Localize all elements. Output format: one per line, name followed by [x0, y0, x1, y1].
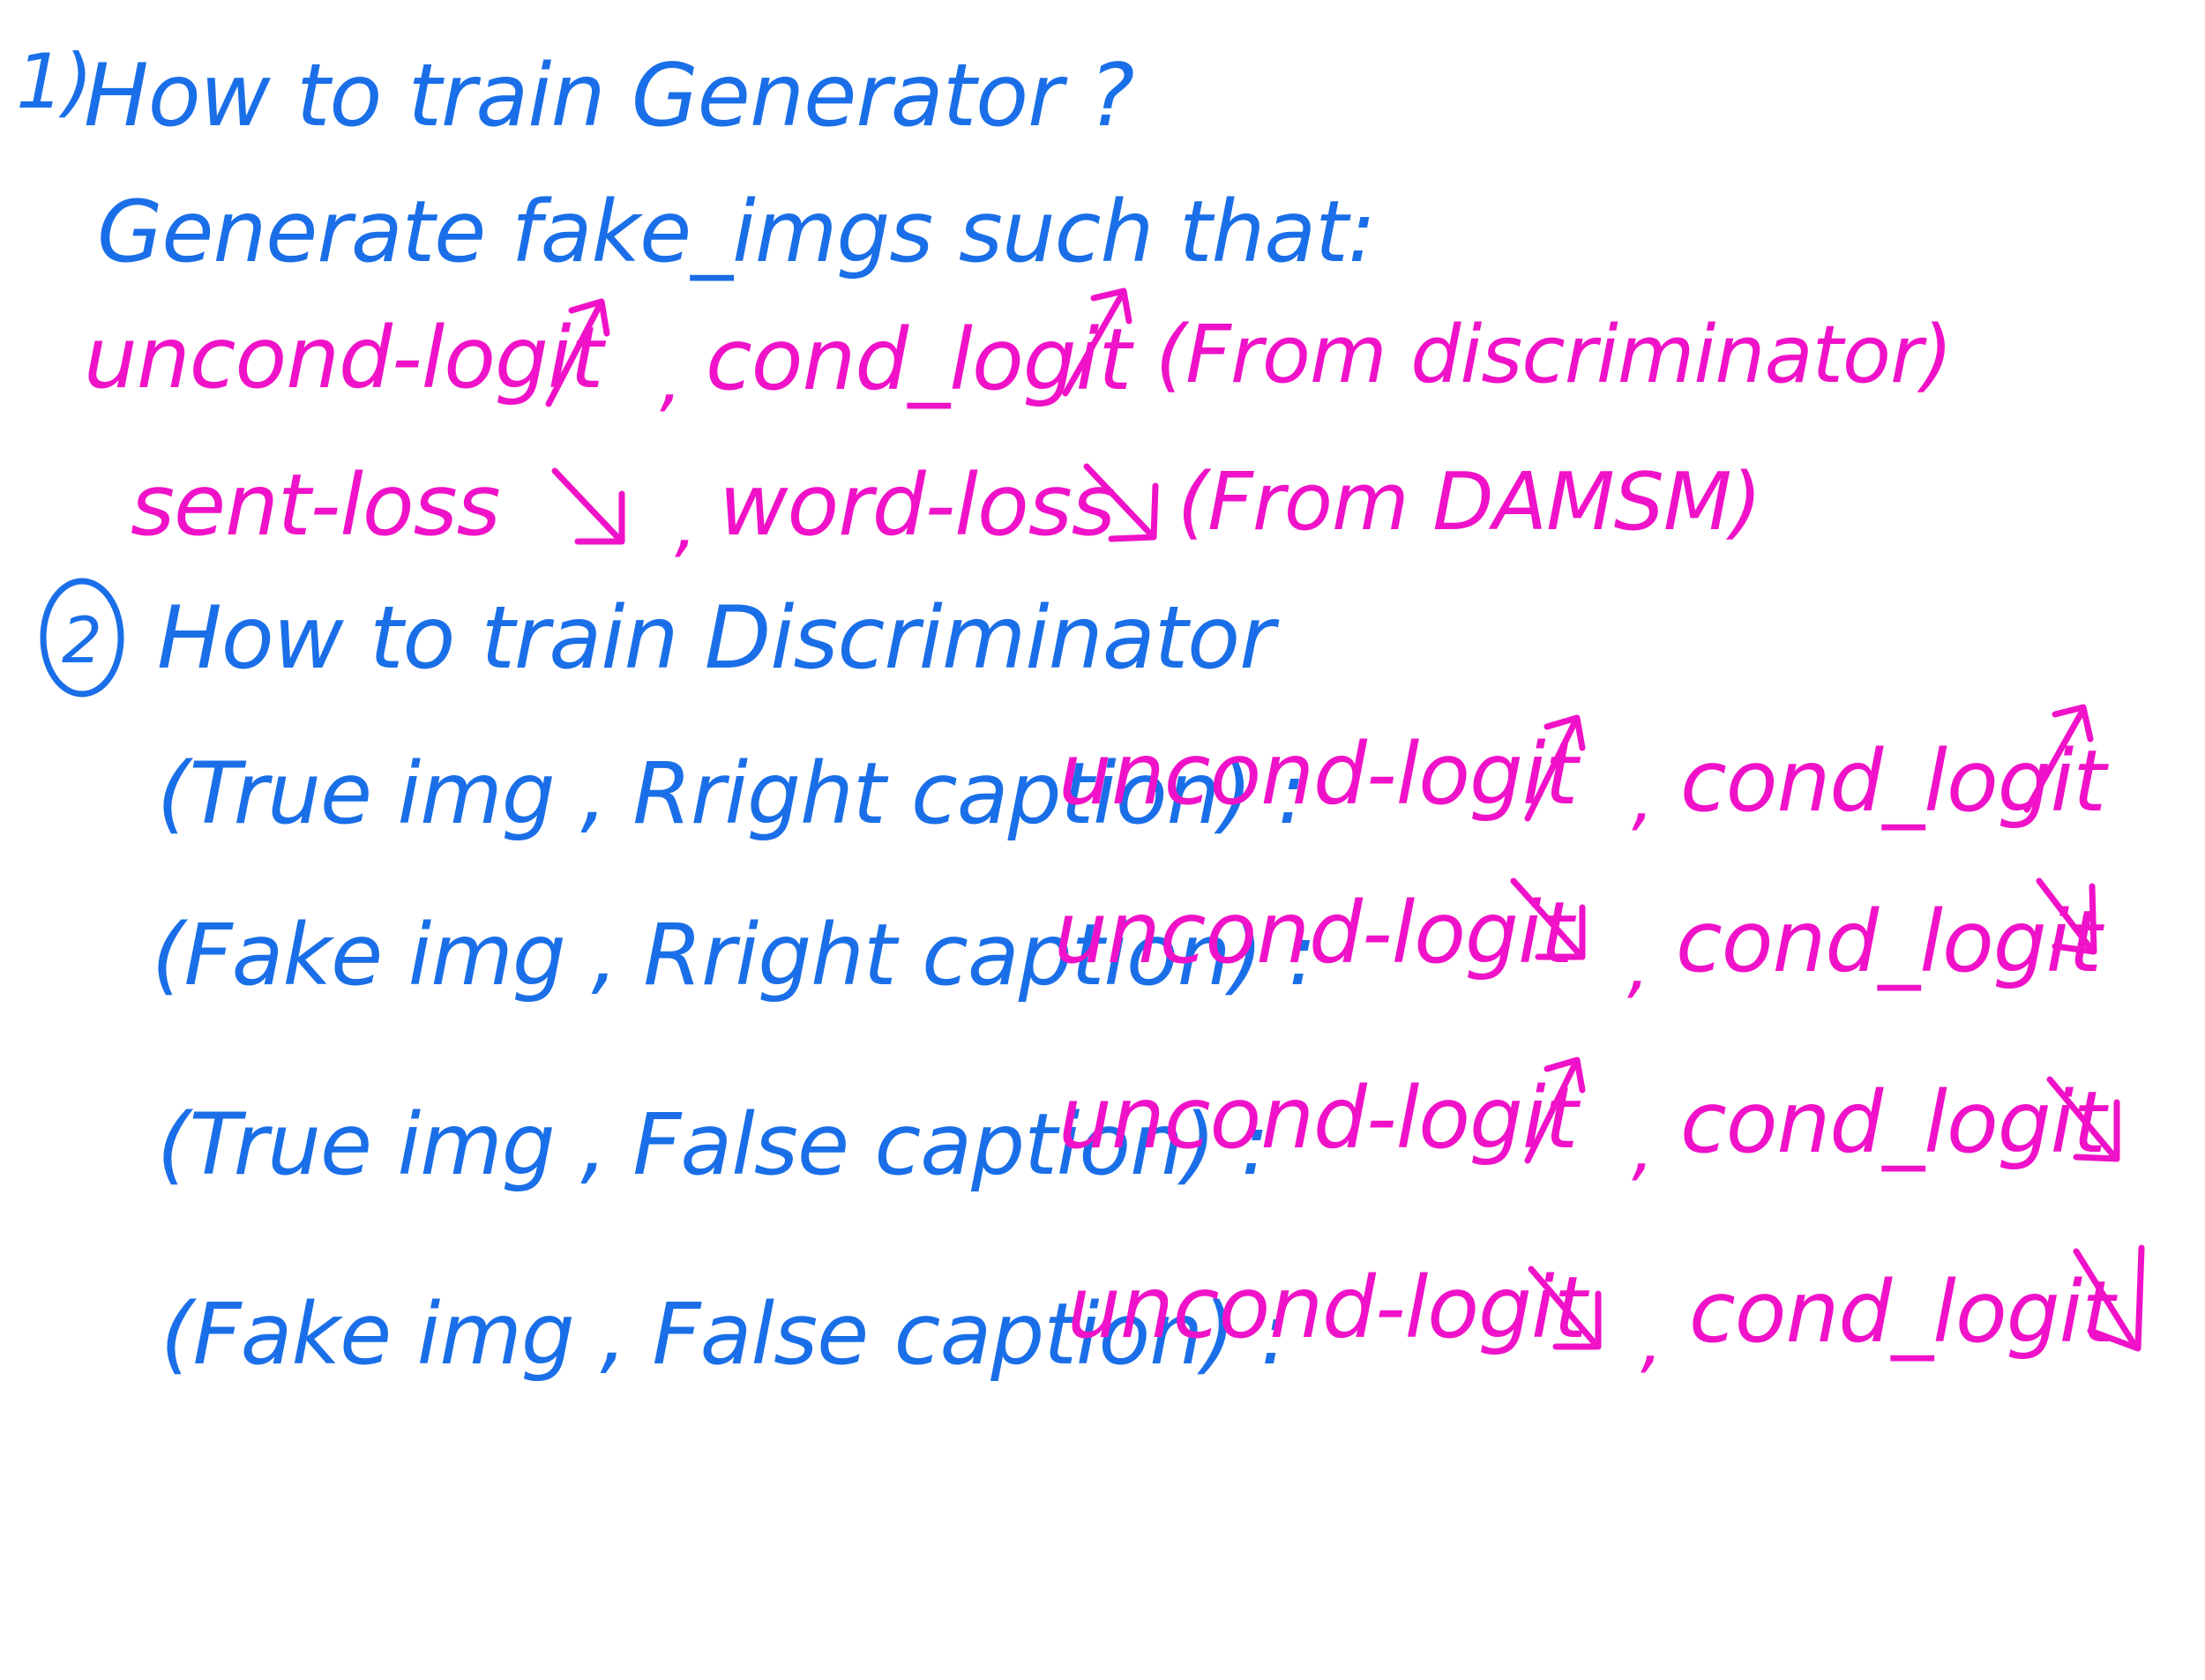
disc-row-3-cond: cond_logit: [1680, 1073, 2106, 1172]
gen-uncond-logit: uncond-logit: [84, 309, 603, 407]
section2-number: 2: [62, 603, 102, 677]
arrow-down-icon: [1083, 463, 1159, 542]
arrow-down-icon: [1528, 1266, 1602, 1350]
disc-row-2-pair: (Fake img , Rright caption) :: [152, 906, 1317, 1004]
disc-row-1-uncond: uncond-logit: [1058, 725, 1578, 824]
gen-line1-source: (From discriminator): [1155, 309, 1953, 401]
circled-number-icon: [40, 578, 124, 698]
arrow-down-icon: [2036, 877, 2097, 955]
arrow-up-icon: [545, 298, 610, 407]
disc-row-1-pair: (True img , Rright caption) :: [157, 744, 1306, 843]
arrow-down-icon: [2073, 1244, 2145, 1352]
disc-row-1-separator: ,: [1632, 757, 1655, 839]
arrow-up-icon: [2023, 704, 2094, 813]
gen-cond-logit: cond_logit: [706, 310, 1132, 409]
disc-row-4-uncond: uncond-logit: [1067, 1258, 1587, 1357]
disc-row-3-separator: ,: [1632, 1107, 1655, 1189]
disc-row-4-pair: (Fake img , False caption) :: [161, 1285, 1289, 1384]
disc-row-2-uncond: uncond-logit: [1054, 884, 1573, 982]
disc-row-1-cond: cond_logit: [1680, 732, 2106, 831]
arrow-down-icon: [2046, 1076, 2120, 1162]
disc-row-2-separator: ,: [1627, 924, 1650, 1006]
disc-row-3-pair: (True img , False caption) :: [157, 1095, 1269, 1194]
disc-row-2-cond: cond_logit: [1676, 892, 2102, 991]
arrow-up-icon: [1524, 714, 1586, 822]
arrow-up-icon: [1524, 1057, 1586, 1164]
gen-word-loss: word-loss: [719, 456, 1116, 555]
arrow-up-icon: [1062, 287, 1132, 397]
gen-line1-separator: ,: [660, 338, 683, 420]
disc-row-4-separator: ,: [1641, 1299, 1663, 1381]
section2-heading: How to train Discriminator: [157, 588, 1274, 689]
gen-line2-source: (From DAMSM): [1177, 456, 1762, 549]
section1-heading: How to train Generator ?: [84, 46, 1135, 146]
section1-intro: Generate fake_imgs such that:: [97, 183, 1376, 281]
arrow-down-icon: [1510, 877, 1586, 960]
arrow-down-icon: [551, 467, 625, 545]
gen-sent-loss: sent-loss: [131, 456, 501, 555]
disc-row-3-uncond: uncond-logit: [1058, 1069, 1578, 1168]
section1-number: 1): [16, 38, 93, 126]
disc-row-4-cond: cond_logit: [1689, 1263, 2115, 1362]
gen-line2-separator: ,: [675, 483, 698, 565]
